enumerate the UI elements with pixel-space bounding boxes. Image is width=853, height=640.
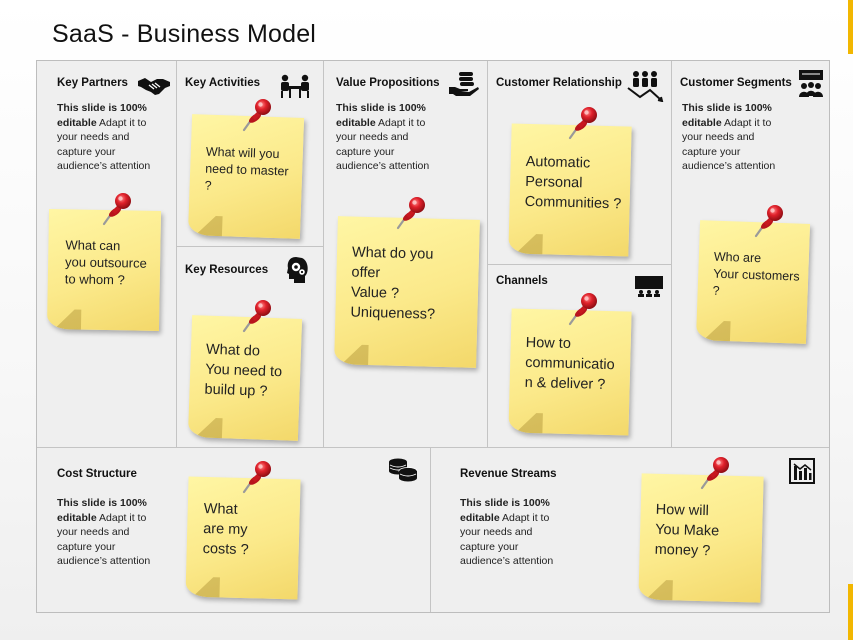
customer-segments-title: Customer Segments <box>680 77 792 89</box>
key-partners-desc: This slide is 100% editable Adapt it to … <box>57 102 151 172</box>
customer-segments-desc: This slide is 100% editable Adapt it to … <box>682 102 776 172</box>
presentation-icon <box>635 276 663 297</box>
cell-revenue-streams: Revenue Streams This slide is 100% edita… <box>431 448 829 612</box>
push-pin-icon <box>100 192 132 228</box>
cost-structure-desc: This slide is 100% editable Adapt it to … <box>57 497 151 567</box>
key-partners-title: Key Partners <box>57 77 128 89</box>
push-pin-icon <box>240 299 272 335</box>
revenue-streams-desc: This slide is 100% editable Adapt it to … <box>460 497 554 567</box>
head-gears-icon <box>287 257 308 283</box>
push-pin-icon <box>240 460 272 496</box>
sticky-note-revenue-streams: How will You Make money ? <box>638 473 764 603</box>
accent-bar-bottom <box>848 584 853 640</box>
customer-relationship-note-text: Automatic Personal Communities ? <box>524 153 622 213</box>
cost-structure-note-text: What are my costs ? <box>202 500 249 559</box>
sticky-note-customer-relationship: Automatic Personal Communities ? <box>508 123 632 257</box>
value-propositions-desc: This slide is 100% editable Adapt it to … <box>336 102 430 172</box>
value-propositions-note-text: What do you offer Value ? Uniqueness? <box>350 244 436 323</box>
revenue-streams-title: Revenue Streams <box>460 468 557 480</box>
key-activities-note-text: What will you need to master ? <box>204 144 289 193</box>
channels-note-text: How to communicatio n & deliver ? <box>524 334 615 393</box>
key-activities-title: Key Activities <box>185 77 260 89</box>
key-resources-title: Key Resources <box>185 264 269 276</box>
push-pin-icon <box>698 456 730 492</box>
audience-icon <box>799 70 823 97</box>
hand-coins-icon <box>449 72 479 96</box>
meeting-icon <box>281 74 309 98</box>
people-network-icon <box>627 71 664 102</box>
push-pin-icon <box>566 292 598 328</box>
push-pin-icon <box>566 106 598 142</box>
coins-icon <box>389 458 418 482</box>
accent-bar-top <box>848 0 853 54</box>
slide-title: SaaS - Business Model <box>52 20 317 48</box>
value-propositions-title: Value Propositions <box>336 77 440 89</box>
push-pin-icon <box>394 196 426 232</box>
handshake-icon <box>138 78 170 95</box>
push-pin-icon <box>752 204 784 240</box>
key-partners-note-text: What can you outsource to whom ? <box>64 237 147 288</box>
cost-structure-title: Cost Structure <box>57 468 137 480</box>
sticky-note-value-propositions: What do you offer Value ? Uniqueness? <box>334 216 480 368</box>
bar-chart-icon <box>789 458 815 484</box>
customer-segments-note-text: Who are Your customers ? <box>712 249 800 298</box>
customer-relationship-title: Customer Relationship <box>496 77 622 89</box>
channels-title: Channels <box>496 275 548 287</box>
push-pin-icon <box>240 98 272 134</box>
key-resources-note-text: What do You need to build up ? <box>204 341 283 400</box>
revenue-streams-note-text: How will You Make money ? <box>654 501 720 560</box>
